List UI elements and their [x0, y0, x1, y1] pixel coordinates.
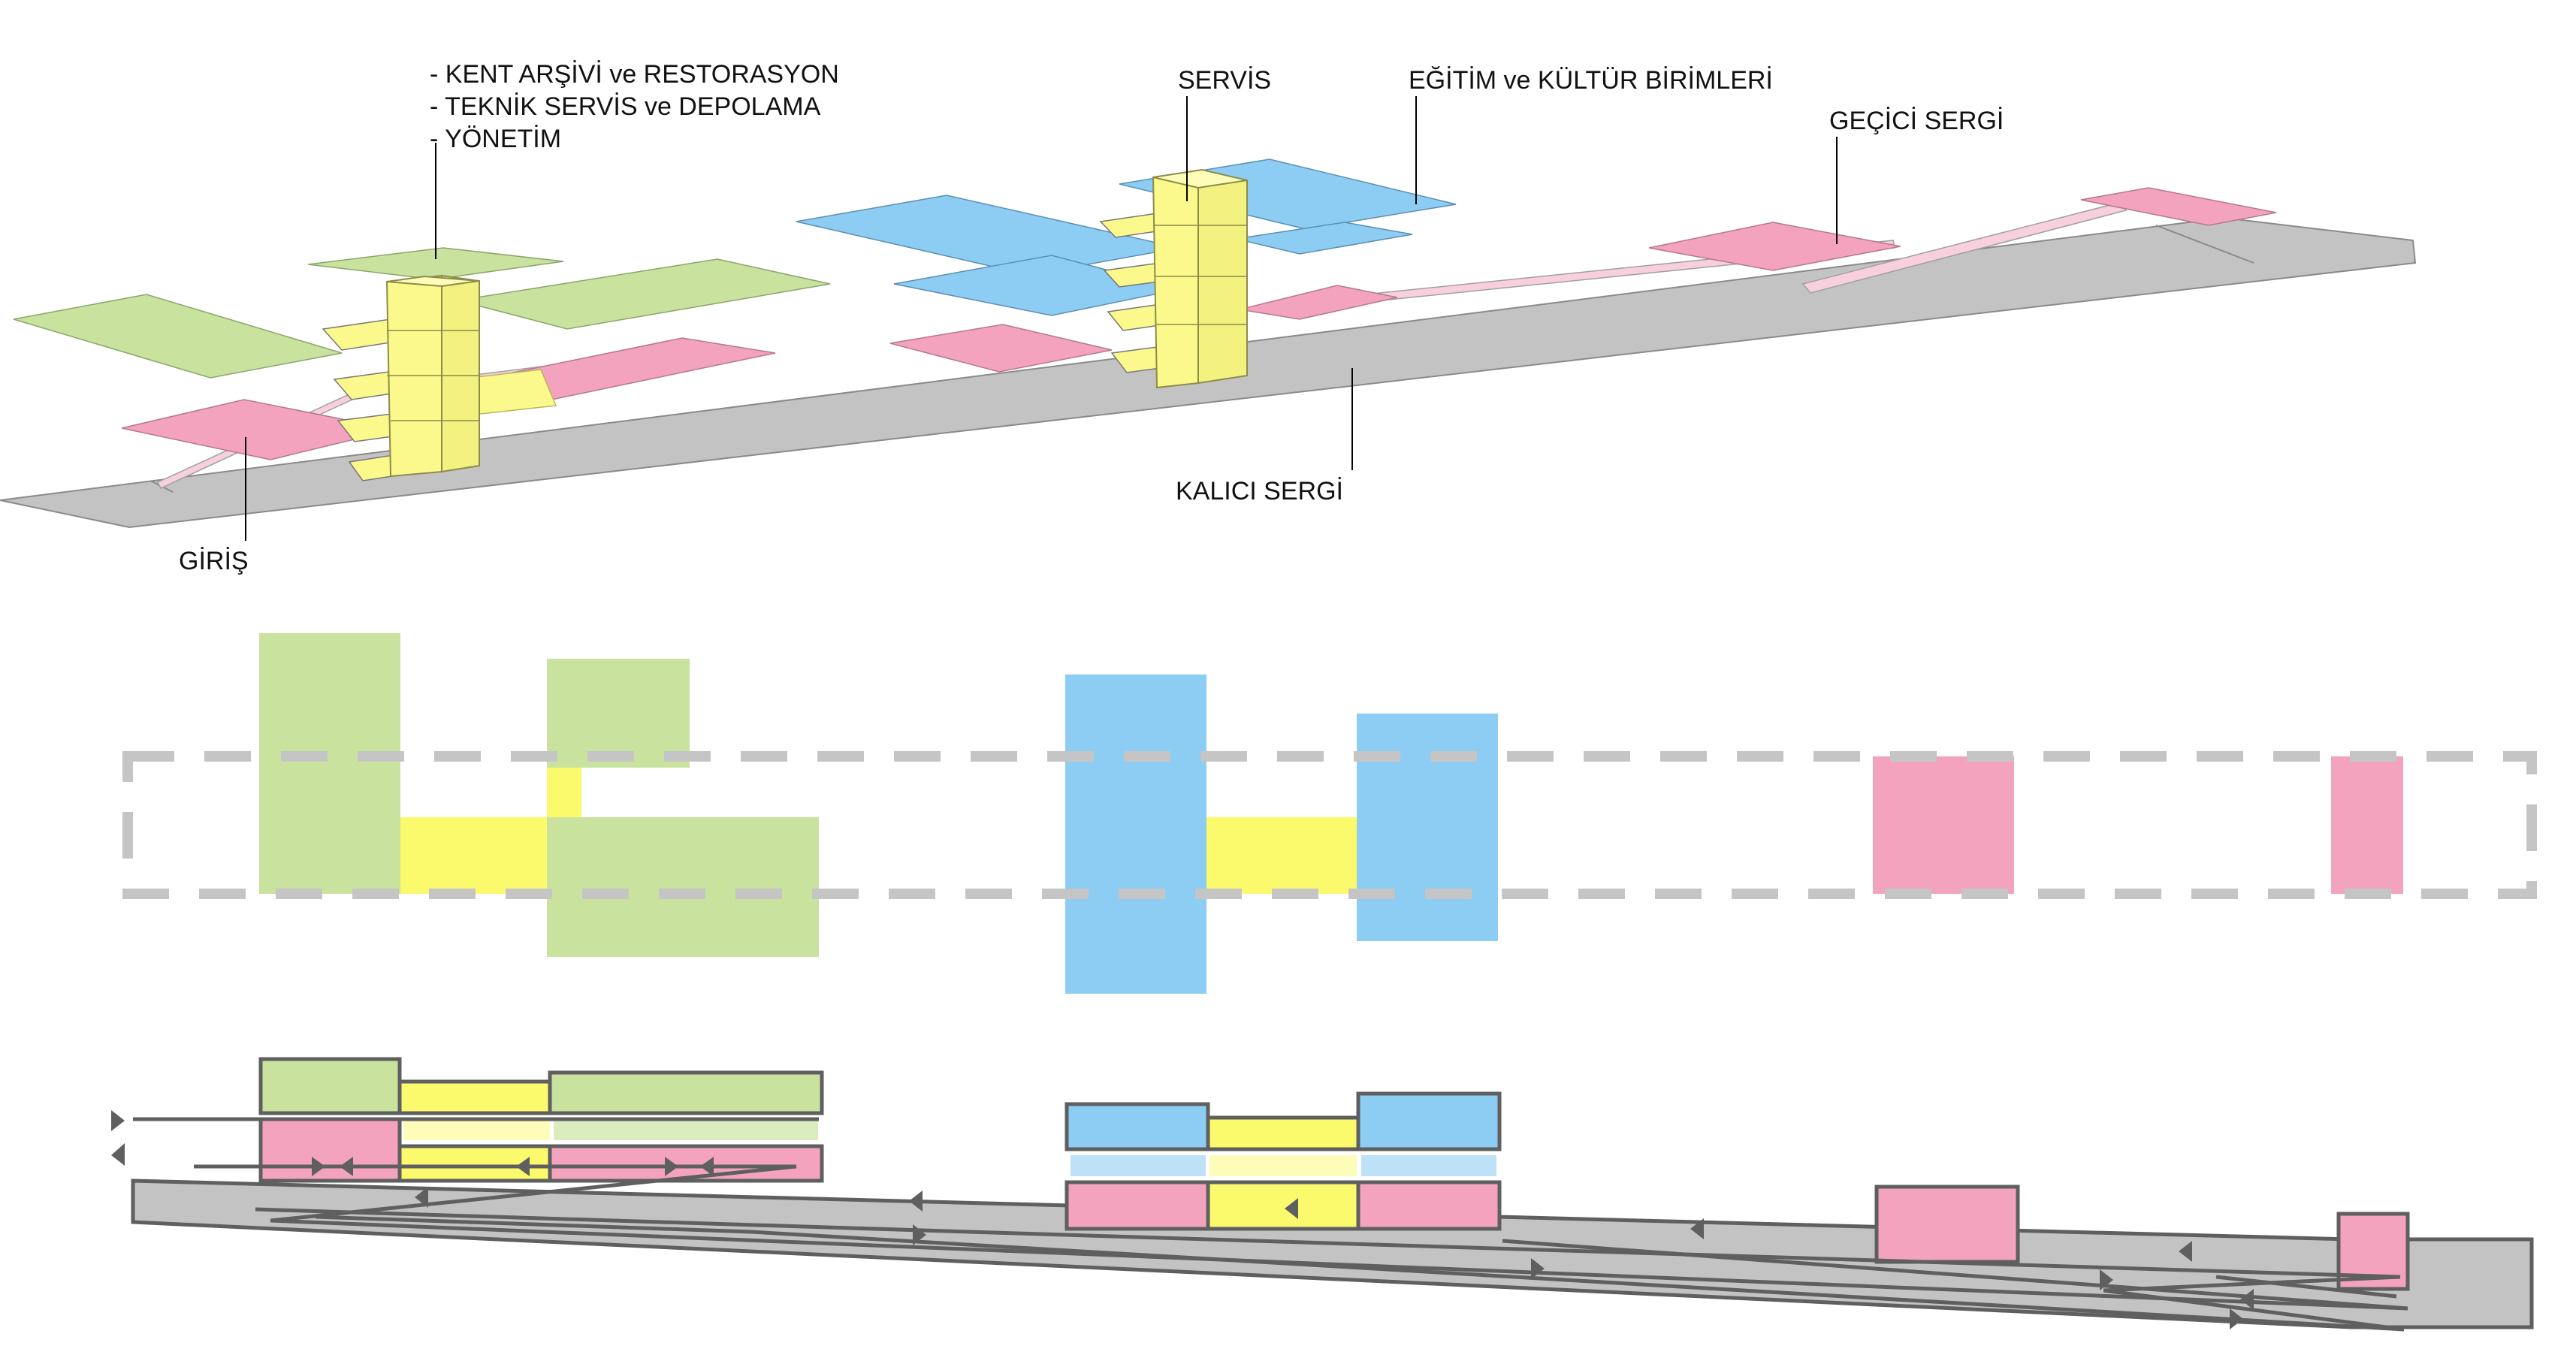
green-block-top	[547, 659, 690, 768]
axonometric-view: - KENT ARŞİVİ ve RESTORASYON - TEKNİK SE…	[0, 60, 2417, 575]
circulation-line	[2103, 1275, 2401, 1293]
pink-block-temporary-right	[2331, 756, 2403, 894]
arrow-right-icon	[1531, 1258, 1545, 1279]
arrow-left-icon	[1690, 1218, 1704, 1239]
yellow-link-service	[1206, 817, 1357, 894]
pink-slab-middle-right	[1239, 285, 1398, 320]
label-service: SERVİS	[1178, 66, 1271, 95]
green-slab-top	[307, 247, 564, 280]
arrow-right-icon	[913, 1224, 926, 1245]
circulation-line	[255, 1207, 2401, 1279]
service-tower-group	[796, 158, 1457, 389]
section-blue-light-left	[1071, 1155, 1206, 1176]
section-yellow-light-service	[1209, 1155, 1357, 1176]
arrow-left-icon	[516, 1157, 530, 1176]
section-pink-middle-left	[1065, 1180, 1210, 1231]
green-block-left	[259, 633, 400, 894]
arrow-left-icon	[700, 1157, 714, 1176]
blue-block-left	[1065, 674, 1206, 994]
ramp-right	[1801, 202, 2128, 294]
section-yellow-middle	[1206, 1180, 1360, 1231]
label-permanent-exhibition: KALICI SERGİ	[1176, 477, 1343, 505]
arrow-right-icon	[2100, 1269, 2113, 1290]
plan-view	[122, 633, 2537, 994]
circulation-paths	[133, 1117, 2408, 1332]
circulation-line	[2215, 1275, 2397, 1299]
section-view	[111, 1057, 2534, 1332]
core-side	[1197, 170, 1248, 385]
arrow-left-icon	[909, 1191, 923, 1212]
blue-slab-lower-left	[893, 255, 1180, 316]
yellow-link-vertical	[547, 768, 581, 817]
circulation-line	[270, 1218, 2408, 1311]
green-slab-left	[13, 294, 343, 379]
section-green-top-right	[548, 1070, 824, 1115]
label-archive-line1: - KENT ARŞİVİ ve RESTORASYON	[430, 60, 839, 89]
permanent-exhibition-dashed-outline	[122, 751, 2537, 899]
archive-tower-group	[13, 247, 831, 481]
circulation-line	[315, 1215, 752, 1234]
floor-edge	[2155, 225, 2254, 264]
section-green-light	[554, 1119, 818, 1140]
arrow-left-icon	[340, 1157, 353, 1176]
core-top	[386, 275, 480, 288]
blue-slab-mid-right	[1235, 222, 1413, 255]
section-blue-right	[1356, 1091, 1502, 1151]
section-pink-right	[548, 1144, 824, 1183]
section-blue-light-right	[1361, 1155, 1496, 1176]
label-archive-line3: - YÖNETİM	[430, 125, 561, 153]
arrow-left-icon	[2179, 1241, 2192, 1262]
section-yellow-top	[397, 1079, 552, 1115]
arrow-left-icon	[2240, 1289, 2254, 1310]
label-archive-line2: - TEKNİK SERVİS ve DEPOLAMA	[430, 92, 821, 121]
core-top	[1152, 168, 1248, 189]
yellow-link-horizontal	[400, 817, 547, 894]
blue-block-right	[1357, 714, 1498, 941]
section-yellow-service	[1206, 1115, 1360, 1151]
section-yellow-light	[403, 1119, 550, 1140]
pink-slab-middle	[889, 324, 1113, 373]
core-side	[441, 274, 480, 473]
core-front	[1152, 170, 1199, 389]
pink-slab-temporary-left	[1648, 222, 1901, 271]
section-pink-middle-right	[1356, 1180, 1502, 1231]
direction-arrows	[111, 1110, 2254, 1329]
pink-block-temporary-left	[1873, 756, 2014, 894]
label-education: EĞİTİM ve KÜLTÜR BİRİMLERİ	[1409, 66, 1773, 95]
section-pink-left	[258, 1117, 402, 1183]
circulation-line	[750, 1230, 2405, 1332]
arrow-right-icon	[111, 1110, 125, 1131]
section-blue-left	[1065, 1102, 1210, 1151]
section-pink-temporary-left	[1874, 1185, 2020, 1264]
green-slab-right	[458, 258, 831, 330]
arrow-right-icon	[2230, 1308, 2243, 1329]
arrow-right-icon	[312, 1157, 325, 1176]
arrow-left-icon	[415, 1187, 428, 1208]
label-temporary-exhibition: GEÇİCİ SERGİ	[1829, 107, 2004, 135]
arrow-right-icon	[665, 1157, 678, 1176]
pink-slab-temporary-right	[2080, 187, 2277, 226]
label-entrance: GİRİŞ	[179, 547, 249, 575]
arrow-left-icon	[1285, 1198, 1298, 1219]
green-block-bottom	[547, 817, 819, 957]
section-green-top-left	[258, 1057, 402, 1115]
arrow-left-icon	[111, 1143, 125, 1166]
